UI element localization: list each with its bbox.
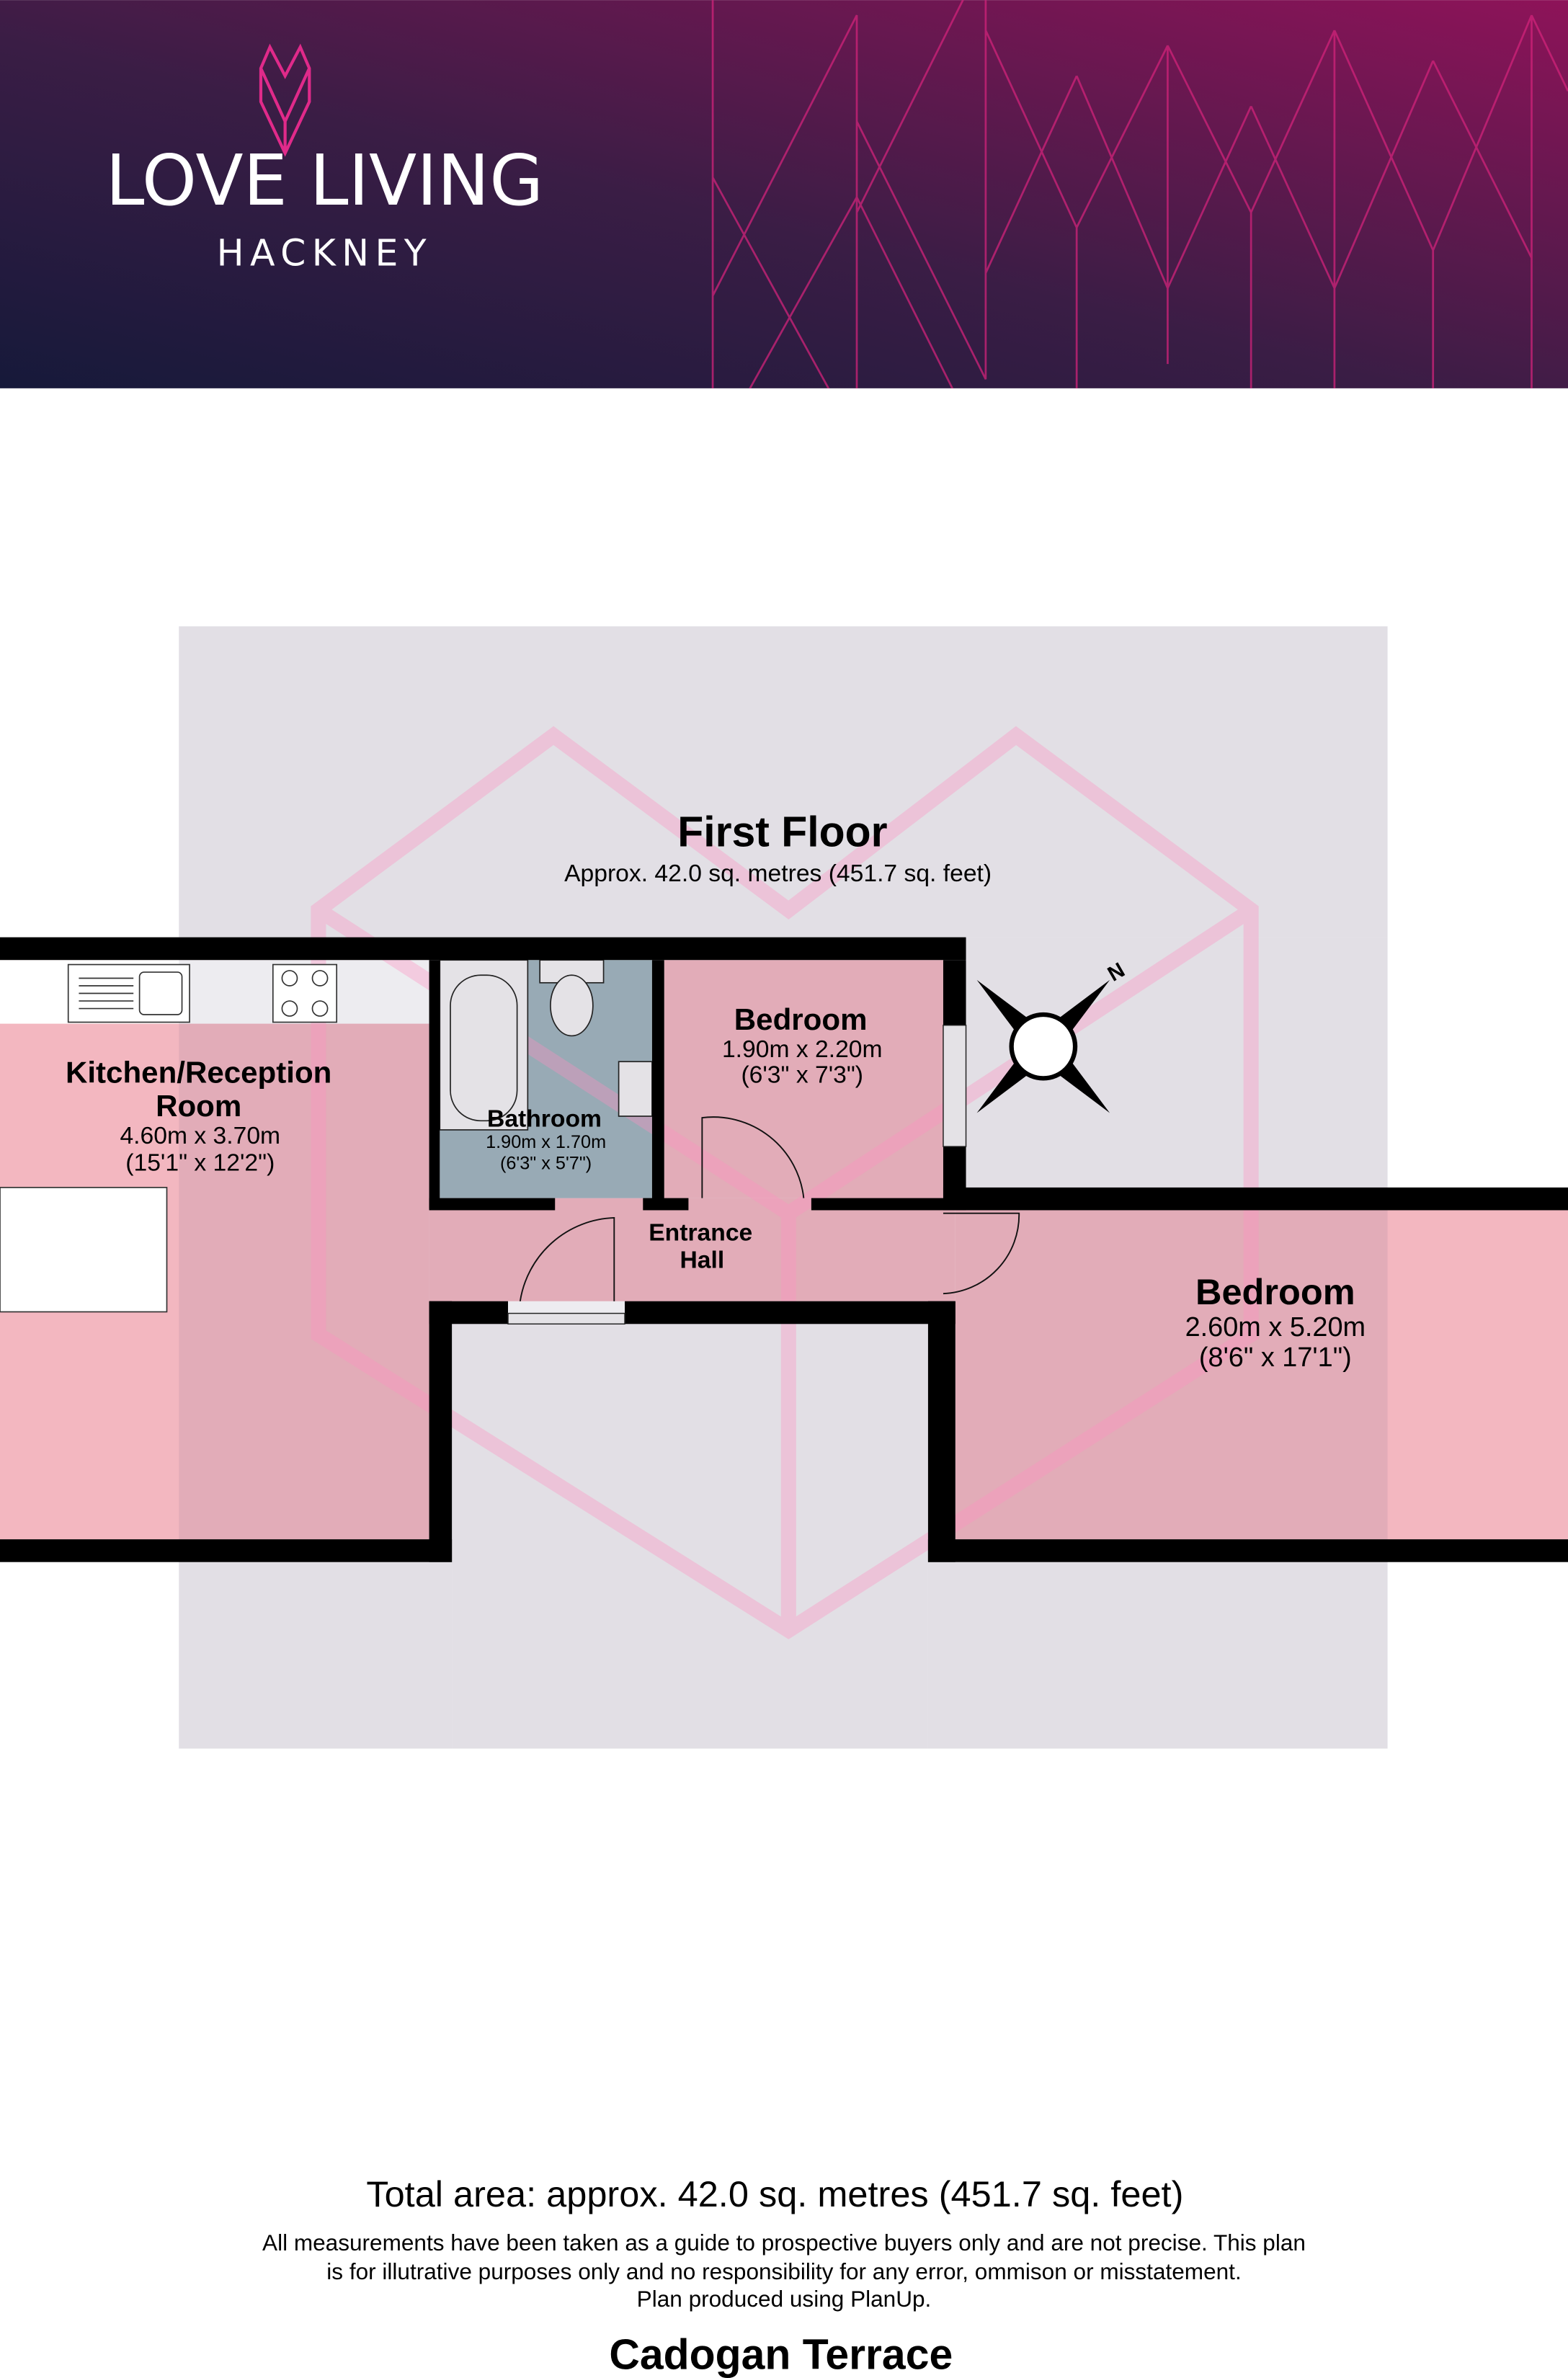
room-imperial: (15'1" x 12'2") — [125, 1150, 275, 1177]
hob-ring-icon — [311, 1000, 329, 1017]
brand-name: LOVE LIVING — [105, 140, 543, 221]
wall — [0, 1539, 453, 1562]
property-address: Cadogan Terrace — [609, 2331, 953, 2378]
hob-ring-icon — [281, 1000, 298, 1017]
bath-tub-outline — [450, 974, 518, 1122]
room-name: Bathroom — [487, 1106, 602, 1133]
wall — [625, 1301, 956, 1324]
brand-location: HACKNEY — [217, 231, 432, 274]
window — [507, 1312, 625, 1325]
wall — [811, 1198, 956, 1211]
room-imperial: (6'3" x 5'7") — [500, 1154, 592, 1174]
plan-background-bottom-right — [927, 1562, 1388, 1749]
room-metric: 4.60m x 3.70m — [120, 1123, 280, 1149]
disclaimer: All measurements have been taken as a gu… — [262, 2230, 1306, 2255]
room-name: Bedroom — [734, 1002, 868, 1036]
footer: Total area: approx. 42.0 sq. metres (451… — [262, 2173, 1306, 2378]
wall — [943, 1187, 1568, 1211]
entrance-hall-floor — [429, 1198, 956, 1301]
wall — [429, 1301, 453, 1562]
doors — [519, 1116, 1020, 1301]
large-bedroom-door-swing — [943, 1212, 1020, 1295]
room-name: Kitchen/Reception — [66, 1056, 331, 1090]
floor-plan: N First Floor Approx. 42.0 sq. metres (4… — [0, 626, 1568, 1749]
basin-icon — [618, 1061, 653, 1117]
wall — [927, 1301, 956, 1562]
sink-icon — [138, 971, 183, 1015]
disclaimer: Plan produced using PlanUp. — [637, 2286, 932, 2312]
floor-area: Approx. 42.0 sq. metres (451.7 sq. feet) — [564, 860, 992, 887]
wall — [927, 1539, 1568, 1562]
room-name: Room — [156, 1089, 241, 1123]
room-imperial: (6'3" x 7'3") — [741, 1062, 863, 1089]
floor-title: First Floor — [677, 809, 887, 855]
plan-background-bottom-left — [179, 1562, 453, 1749]
logo: LOVE LIVING HACKNEY — [105, 43, 543, 274]
bedroom-small-floor — [664, 960, 943, 1198]
plan-background-top — [179, 626, 1388, 938]
wall — [0, 937, 966, 961]
room-name: Hall — [680, 1247, 724, 1273]
wall — [651, 960, 664, 1209]
geometric-pattern — [711, 0, 1568, 388]
bath-icon — [439, 959, 529, 1131]
heart-cube-icon — [259, 43, 311, 157]
front-door-swing — [519, 1217, 615, 1301]
room-metric: 1.90m x 1.70m — [486, 1132, 606, 1152]
drainer-icon — [79, 977, 134, 1010]
bedroom-door-swing — [701, 1116, 805, 1198]
room-imperial: (8'6" x 17'1") — [1199, 1342, 1352, 1373]
compass-icon — [976, 979, 1110, 1113]
hob-unit — [272, 963, 338, 1023]
header-banner: LOVE LIVING HACKNEY — [0, 0, 1568, 388]
window — [943, 1024, 967, 1147]
room-metric: 2.60m x 5.20m — [1185, 1312, 1366, 1342]
wall — [643, 1198, 689, 1211]
hob-ring-icon — [281, 970, 298, 987]
plan-background-courtyard — [452, 1324, 928, 1749]
total-area: Total area: approx. 42.0 sq. metres (451… — [366, 2173, 1183, 2214]
room-metric: 1.90m x 2.20m — [722, 1036, 883, 1063]
wall — [429, 1198, 556, 1211]
kitchen-fixtures — [67, 963, 338, 1023]
toilet-icon — [550, 974, 594, 1037]
hob-ring-icon — [311, 970, 329, 987]
disclaimer: is for illutrative purposes only and no … — [326, 2258, 1241, 2284]
walls — [0, 937, 1568, 1562]
kitchen-island — [0, 1187, 168, 1313]
windows — [507, 1024, 967, 1325]
wall — [429, 960, 440, 1209]
room-name: Bedroom — [1195, 1271, 1355, 1312]
bedroom-large-floor — [955, 1210, 1568, 1540]
bathroom-fixtures — [439, 959, 653, 1131]
room-name: Entrance — [649, 1220, 752, 1247]
